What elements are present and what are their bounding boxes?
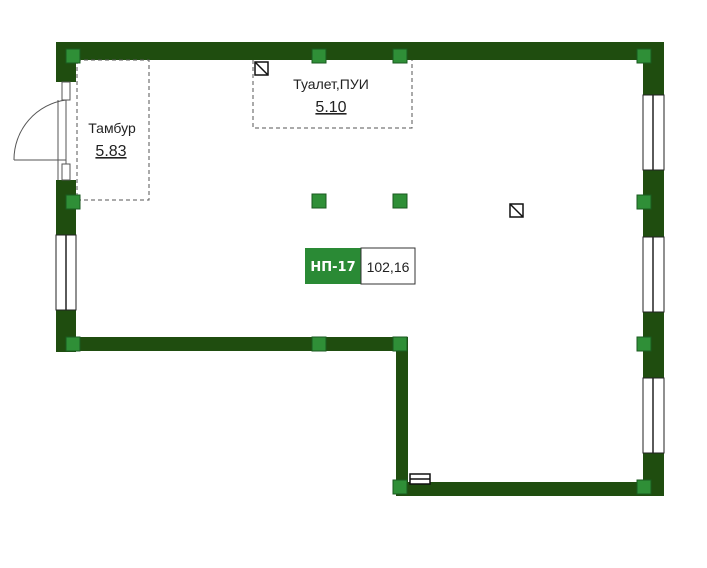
column-icon	[311, 193, 327, 209]
column-icon	[65, 48, 81, 64]
wall-inner-bottom	[56, 337, 408, 351]
column-icon	[392, 479, 408, 495]
column-icon	[65, 336, 81, 352]
vestibule-name: Тамбур	[88, 120, 136, 136]
door-swing-icon	[13, 81, 71, 181]
door-jamb-bottom	[61, 163, 71, 181]
column-icon	[311, 48, 327, 64]
room-outlines	[76, 59, 413, 201]
toilet-area: 5.10	[315, 99, 346, 116]
ventilation-shaft-icon	[509, 203, 524, 218]
toilet-outline	[252, 60, 413, 129]
column-icon	[392, 336, 408, 352]
windows-left	[55, 234, 77, 311]
toilet-name: Туалет,ПУИ	[293, 76, 369, 92]
unit-area-box	[360, 247, 416, 285]
ventilation-shafts	[254, 61, 524, 485]
column-icon	[311, 336, 327, 352]
unit-area: 102,16	[367, 259, 410, 275]
unit-code: НП-17	[310, 260, 355, 275]
windows-right	[642, 94, 665, 454]
wall-inner-vertical	[396, 337, 408, 496]
column-icon	[636, 336, 652, 352]
column-icon	[636, 48, 652, 64]
columns	[65, 48, 652, 495]
vestibule-outline	[76, 59, 150, 201]
door-arc	[13, 99, 67, 161]
column-icon	[392, 48, 408, 64]
door-jamb-top	[61, 81, 71, 101]
column-icon	[65, 194, 81, 210]
column-icon	[392, 193, 408, 209]
ventilation-shaft-icon	[254, 61, 269, 76]
wall-top	[56, 42, 664, 60]
vestibule-area: 5.83	[95, 143, 126, 160]
ventilation-shaft-icon	[409, 473, 431, 485]
unit-code-bg	[305, 248, 361, 284]
unit-badge: НП-17 102,16	[305, 247, 416, 285]
wall-bottom	[396, 482, 664, 496]
column-icon	[636, 479, 652, 495]
column-icon	[636, 194, 652, 210]
